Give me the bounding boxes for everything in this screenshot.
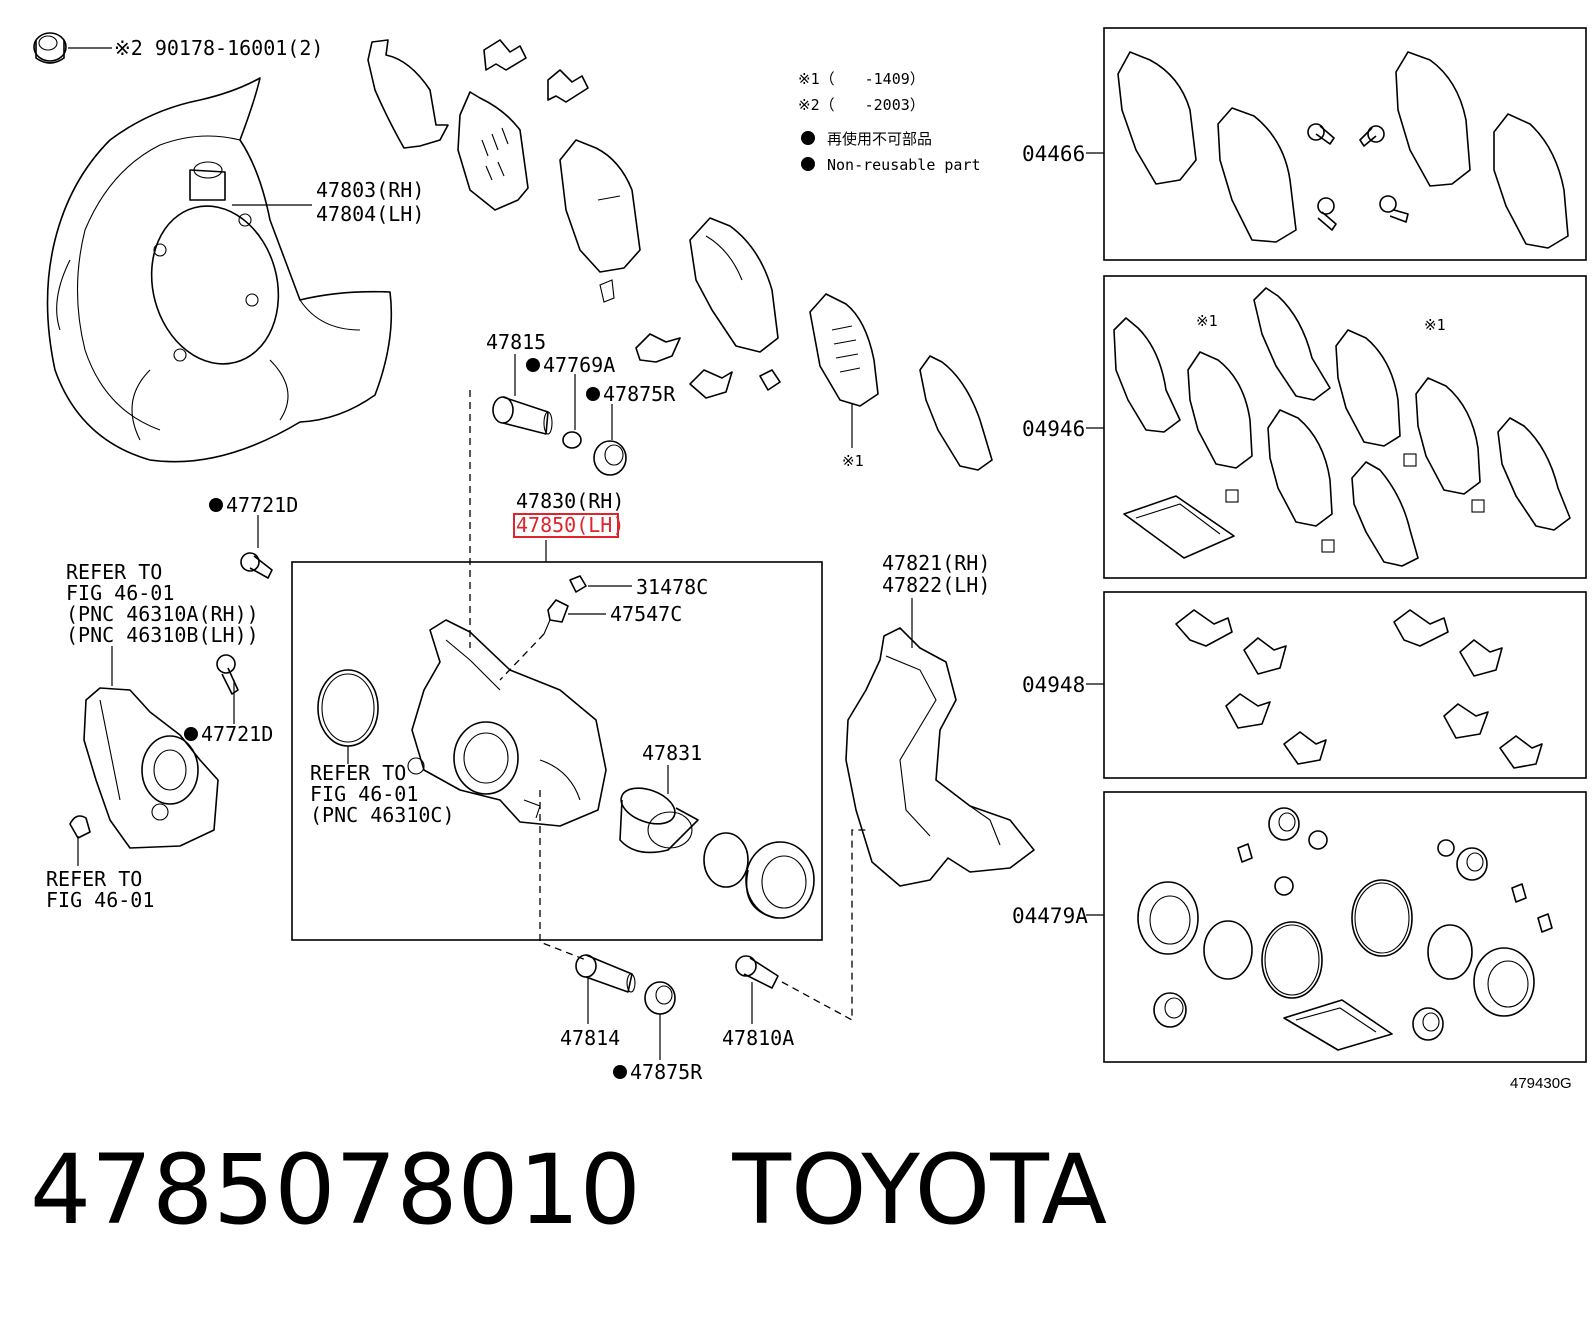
note-1: ※1（ -1409） — [798, 70, 925, 88]
boot-drawing — [644, 981, 676, 1015]
refer-bottom-line: FIG 46-01 — [46, 888, 154, 912]
bleeder-cap-drawing — [569, 575, 587, 593]
kit-box-04946 — [1103, 275, 1587, 579]
caliper-body-drawing — [407, 619, 607, 827]
kit-label-04946: 04946 — [1022, 417, 1085, 441]
label-boot-47875r-upper: 47875R — [603, 382, 676, 406]
caption: 4785078010 TOYOTA — [30, 1134, 1108, 1246]
bleeder-screw-drawing — [543, 599, 569, 635]
refer-motor-line: (PNC 46310A(RH)) — [66, 602, 259, 626]
refer-bottom-line: REFER TO — [46, 867, 142, 891]
label-boot-47875r-lower: 47875R — [630, 1060, 703, 1084]
label-pin-lower: 47814 — [560, 1026, 620, 1050]
bolt-drawing — [240, 552, 273, 579]
clip-drawing — [635, 333, 781, 399]
non-reusable-en: Non-reusable part — [827, 156, 981, 174]
non-reusable-jp: 再使用不可部品 — [827, 130, 932, 148]
label-pin-upper: 47815 — [486, 330, 546, 354]
caliper-assy-box — [291, 561, 823, 941]
marker-x1: ※1 — [842, 452, 864, 470]
pad-shim-kit-extras — [1123, 453, 1485, 559]
bolt-drawing — [216, 654, 239, 695]
non-reusable-dot-icon — [801, 131, 815, 145]
refer-motor-line: (PNC 46310B(LH)) — [66, 623, 259, 647]
caption-brand: TOYOTA — [732, 1134, 1108, 1246]
label-nut: ※2 90178-16001(2) — [114, 36, 323, 60]
mounting-bracket-drawing — [845, 627, 1035, 887]
label-caliper-lh-highlighted: 47850(LH) — [516, 513, 624, 537]
clip-drawing — [483, 39, 589, 103]
label-bleeder-47547c: 47547C — [610, 602, 682, 626]
guide-pin-drawing — [492, 396, 553, 435]
refer-seal-line: REFER TO — [310, 761, 406, 785]
refer-motor-line: REFER TO — [66, 560, 162, 584]
refer-seal-line: (PNC 46310C) — [310, 803, 455, 827]
label-boot-47769a: 47769A — [543, 353, 615, 377]
bolt-drawing — [1307, 123, 1409, 231]
brake-pad-drawing — [809, 293, 879, 407]
brake-pad-drawing — [559, 139, 641, 303]
seal-kit-drawing — [1137, 807, 1553, 1051]
brake-pad-drawing — [457, 91, 529, 211]
label-cap-31478c: 31478C — [636, 575, 708, 599]
highlight-box — [513, 513, 619, 538]
non-reusable-dot-icon — [526, 358, 540, 372]
brake-pad-drawing — [689, 217, 779, 353]
label-mount-rh: 47821(RH) — [882, 551, 990, 575]
kit-label-04948: 04948 — [1022, 673, 1085, 697]
refer-motor-line: FIG 46-01 — [66, 581, 174, 605]
dust-shield-drawing — [46, 77, 393, 463]
kit-label-04479a: 04479A — [1012, 904, 1088, 928]
kit-box-04466 — [1103, 27, 1587, 261]
bolt-drawing — [735, 955, 779, 989]
non-reusable-dot-icon — [613, 1065, 627, 1079]
o-ring-drawing — [703, 832, 749, 888]
boot-drawing — [593, 440, 627, 476]
kit-marker-b: ※1 — [1424, 316, 1446, 334]
parking-motor-drawing — [83, 687, 219, 849]
shim-drawing — [367, 39, 449, 149]
caption-part-number: 4785078010 — [30, 1134, 641, 1246]
kit-marker-a: ※1 — [1196, 312, 1218, 330]
o-ring-drawing — [562, 431, 582, 449]
refer-seal-line: FIG 46-01 — [310, 782, 418, 806]
brake-pad-drawing — [1187, 329, 1481, 527]
label-bolt-47810a: 47810A — [722, 1026, 794, 1050]
note-2: ※2（ -2003） — [798, 96, 925, 114]
non-reusable-dot-icon — [801, 157, 815, 171]
nut-drawing — [33, 32, 67, 64]
piston-drawing — [619, 787, 699, 854]
shim-drawing — [919, 355, 993, 471]
kit-box-04948 — [1103, 591, 1587, 779]
figure-code: 479430G — [1510, 1075, 1572, 1092]
label-mount-lh: 47822(LH) — [882, 573, 990, 597]
label-caliper-rh: 47830(RH) — [516, 489, 624, 513]
piston-seal-drawing — [317, 669, 379, 747]
label-piston: 47831 — [642, 741, 702, 765]
label-bleeder-bolt-2: 47721D — [201, 722, 273, 746]
label-bleeder-bolt: 47721D — [226, 493, 298, 517]
non-reusable-dot-icon — [184, 727, 198, 741]
label-shield-lh: 47804(LH) — [316, 202, 424, 226]
kit-label-04466: 04466 — [1022, 142, 1085, 166]
cap-drawing — [69, 815, 91, 839]
kit-box-04479a — [1103, 791, 1587, 1063]
label-shield-rh: 47803(RH) — [316, 178, 424, 202]
guide-pin-drawing — [575, 954, 636, 993]
clip-drawing — [1175, 609, 1543, 769]
dust-boot-drawing — [745, 841, 815, 919]
non-reusable-dot-icon — [586, 387, 600, 401]
brake-pad-drawing — [1117, 51, 1569, 249]
shim-drawing — [1113, 287, 1571, 567]
non-reusable-dot-icon — [209, 498, 223, 512]
